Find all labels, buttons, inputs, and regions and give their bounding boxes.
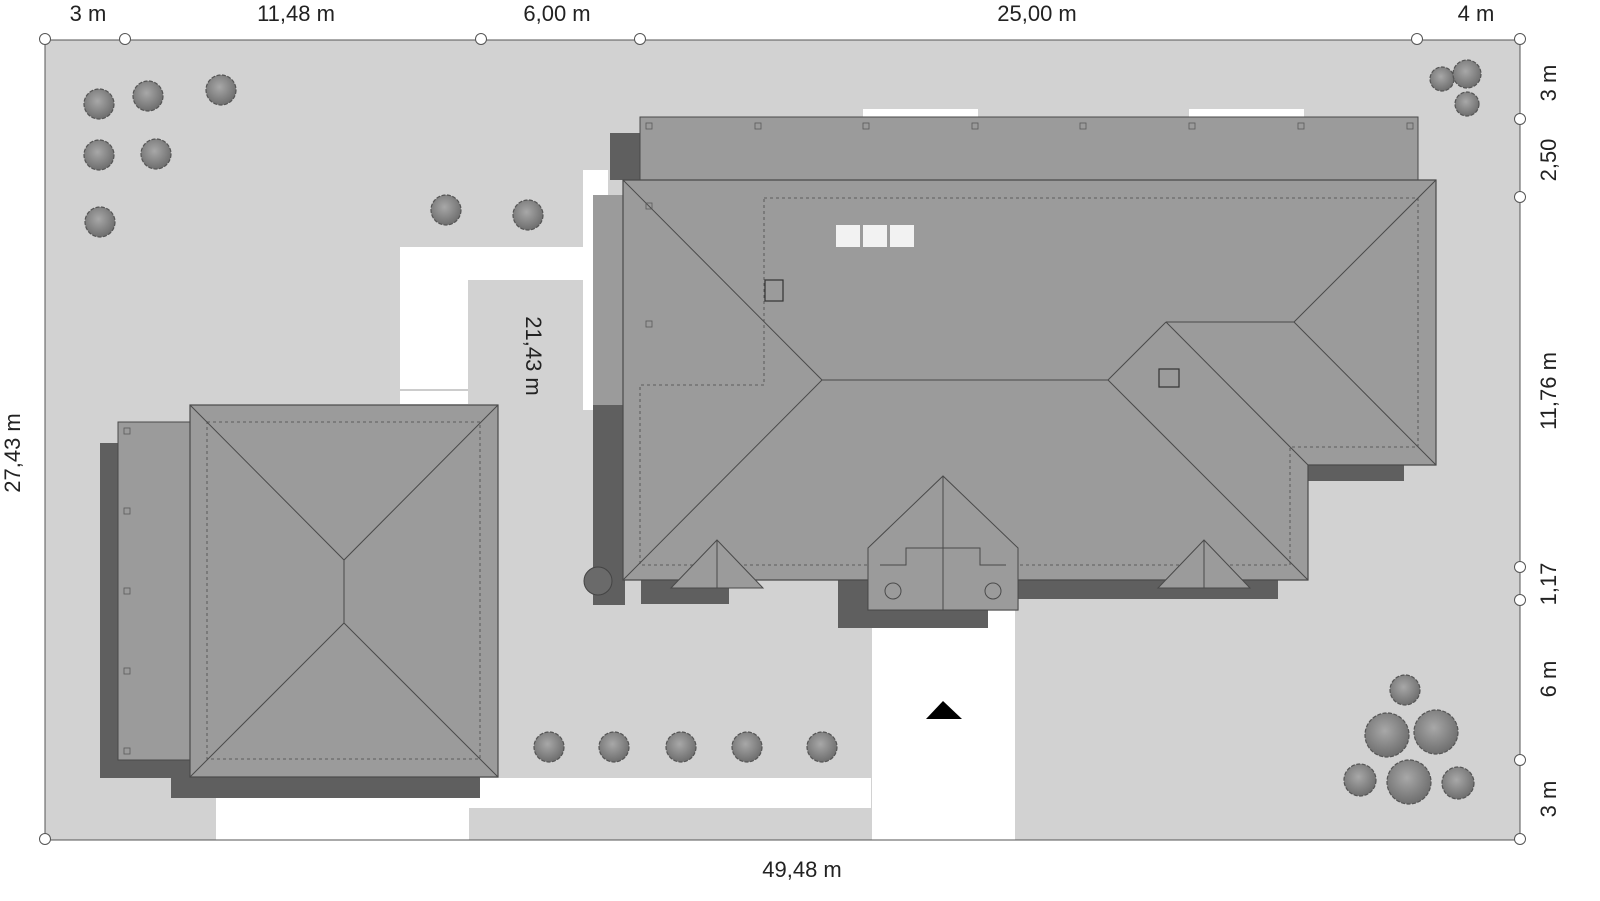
- dim-top-1: 3 m: [70, 1, 107, 26]
- dim-top-2: 11,48 m: [257, 1, 335, 26]
- house-roof-ridges: [622, 179, 1437, 581]
- tree-icon: [1386, 759, 1432, 805]
- garage-roof-eave: [206, 421, 481, 760]
- house-side-wall: [593, 195, 623, 405]
- skylight-strip-2: [1189, 109, 1304, 117]
- tree-icon: [583, 566, 613, 596]
- dim-left-total: 27,43 m: [0, 413, 25, 493]
- roof-dormer-right: [1156, 539, 1252, 589]
- tree-icon: [430, 194, 462, 226]
- porch-column-left: [884, 582, 902, 600]
- tree-icon: [84, 206, 116, 238]
- skylight-strip-1: [863, 109, 978, 117]
- roof-windows: [836, 225, 914, 247]
- dim-right-5: 6 m: [1536, 661, 1561, 698]
- tree-icon: [1452, 59, 1482, 89]
- driveway: [872, 605, 1015, 840]
- dim-top-5: 4 m: [1458, 1, 1495, 26]
- porch-roof: [867, 475, 1019, 611]
- tree-icon: [1429, 66, 1455, 92]
- tree-icon: [83, 139, 115, 171]
- tree-icon: [140, 138, 172, 170]
- garage-hip-bottom: [189, 622, 499, 778]
- tree-icon: [83, 88, 115, 120]
- tree-icon: [1441, 766, 1475, 800]
- tree-icon: [1389, 674, 1421, 706]
- tree-icon: [533, 731, 565, 763]
- main-house: [583, 116, 1437, 628]
- tree-icon: [512, 199, 544, 231]
- dim-right-4: 1,17: [1536, 563, 1561, 606]
- porch-column-right: [984, 582, 1002, 600]
- dim-right-3: 11,76 m: [1536, 352, 1561, 430]
- tree-icon: [1413, 709, 1459, 755]
- dim-inner-distance: 21,43 m: [521, 316, 546, 396]
- dim-top-4: 25,00 m: [997, 1, 1077, 26]
- paths: [216, 109, 1304, 840]
- tree-icon: [1454, 91, 1480, 117]
- chimney-1: [764, 279, 784, 302]
- tree-icon: [132, 80, 164, 112]
- dimension-lines: [39, 33, 1526, 845]
- house-roof-eave: [639, 197, 1419, 566]
- house-shadow-top: [610, 133, 640, 180]
- garage-building: [100, 404, 499, 798]
- garage-forecourt-lower: [216, 808, 469, 840]
- tree-icon: [731, 731, 763, 763]
- trees: [83, 59, 1482, 805]
- dim-right-2: 2,50: [1536, 139, 1561, 182]
- tree-icon: [598, 731, 630, 763]
- garden-path-horizontal: [400, 247, 583, 280]
- dim-bottom-total: 49,48 m: [762, 857, 842, 882]
- dim-top-3: 6,00 m: [523, 1, 590, 26]
- entrance-arrow-icon: [926, 701, 962, 719]
- tree-icon: [1364, 712, 1410, 758]
- chimney-2: [1158, 368, 1180, 388]
- tree-icon: [806, 731, 838, 763]
- dim-right-1: 3 m: [1536, 65, 1561, 102]
- house-rear-roof: [639, 116, 1419, 181]
- dimension-labels: 3 m 11,48 m 6,00 m 25,00 m 4 m 3 m 2,50 …: [0, 1, 1561, 882]
- garage-annex-roof: [117, 421, 199, 761]
- roof-dormer-left: [669, 539, 765, 589]
- tree-icon: [1343, 763, 1377, 797]
- tree-icon: [205, 74, 237, 106]
- house-shadow-wing: [1308, 465, 1404, 481]
- dim-right-6: 3 m: [1536, 781, 1561, 818]
- tree-icon: [665, 731, 697, 763]
